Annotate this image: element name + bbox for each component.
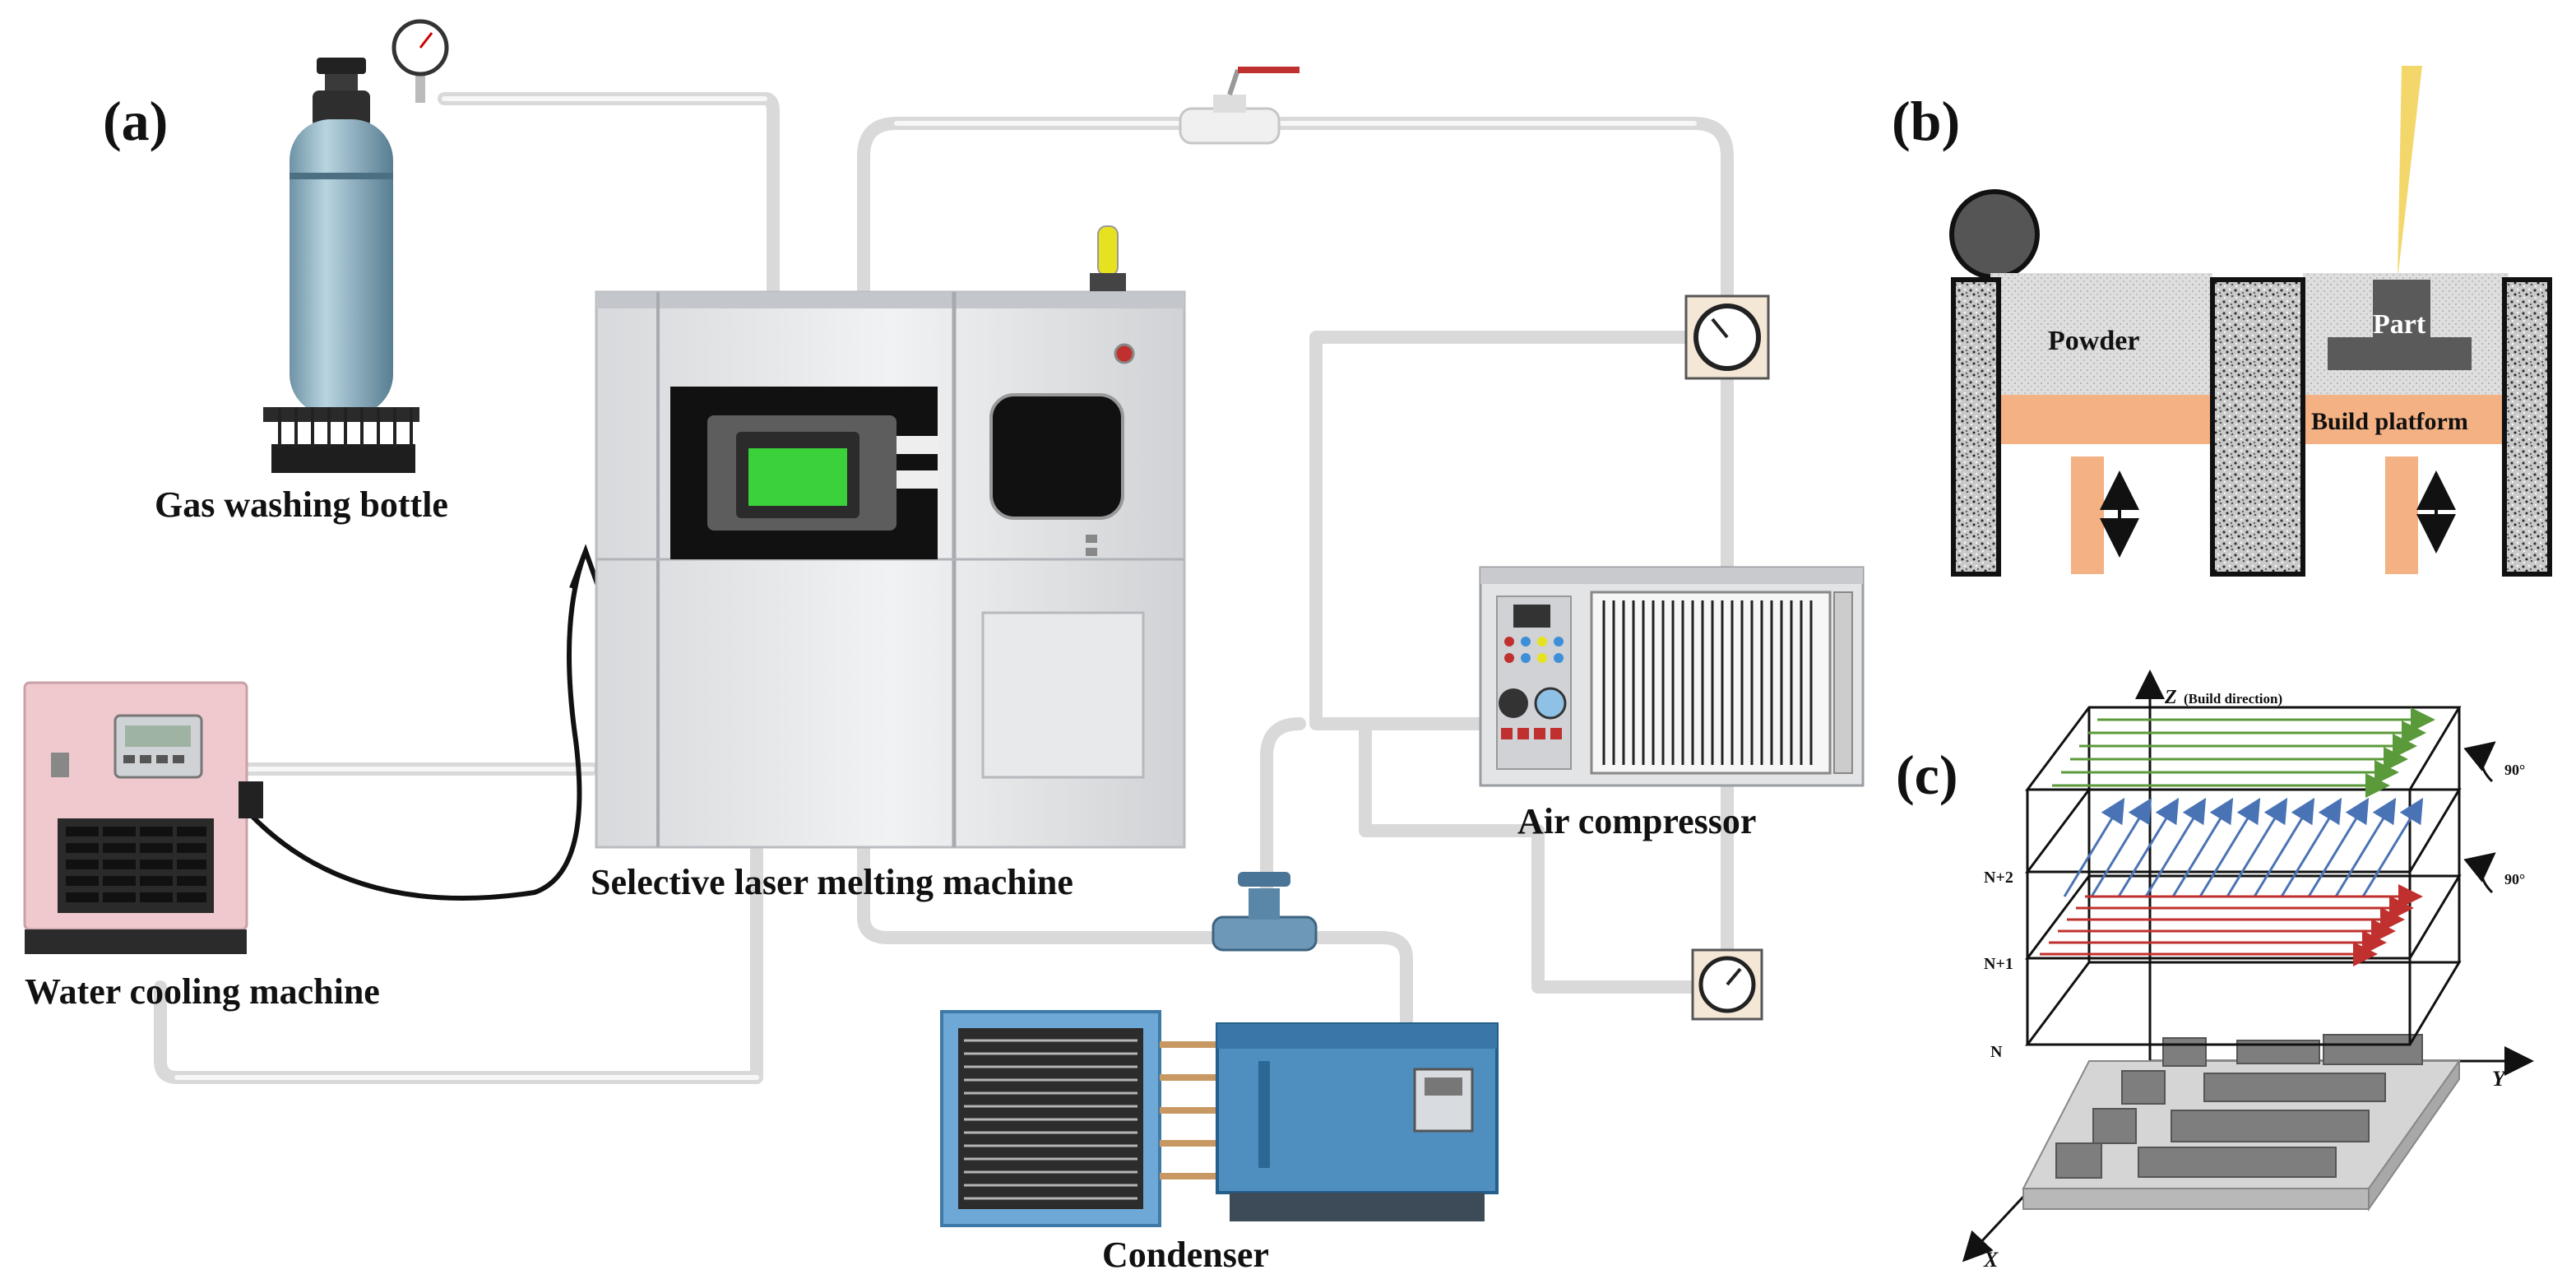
scan-vector-blue [2090, 797, 2152, 897]
pipe-network [154, 92, 1734, 1084]
water-cooling-machine [23, 681, 263, 954]
x-axis-label: X [1983, 1248, 1999, 1272]
laser-beam [2398, 66, 2422, 280]
rotation-label-upper: 90° [2504, 762, 2525, 778]
panel-c-scan-strategy: (c) Z (Build direction) Y X [1896, 670, 2534, 1272]
scan-vector-blue [2144, 797, 2207, 897]
hose-arrow [569, 544, 601, 590]
label-air-compressor: Air compressor [1517, 801, 1756, 841]
powder-bed-left [1990, 273, 2212, 395]
scan-vector-blue [2361, 797, 2424, 897]
scan-vector-blue [2063, 797, 2125, 897]
scan-vector-blue [2198, 797, 2261, 897]
build-platform [2303, 395, 2509, 444]
pipe-highlights [174, 96, 1697, 1080]
slm-machine [595, 225, 1186, 849]
ball-valve-top [1179, 67, 1300, 145]
pressure-gauge-bottle [391, 19, 449, 103]
layer-label-n2: N+2 [1984, 869, 2013, 887]
scan-vector-blue [2117, 797, 2180, 897]
label-part: Part [2373, 309, 2426, 340]
z-axis-note: (Build direction) [2184, 691, 2282, 707]
layer-label-n: N [1990, 1043, 2003, 1061]
feed-platform [1990, 395, 2212, 444]
y-axis-label: Y [2492, 1067, 2507, 1091]
panel-label-b: (b) [1892, 90, 1960, 152]
label-condenser: Condenser [1102, 1235, 1269, 1275]
air-compressor [1479, 566, 1865, 787]
label-gas-washing-bottle: Gas washing bottle [155, 484, 448, 525]
gas-washing-bottle [263, 58, 419, 473]
label-water-cooling-machine: Water cooling machine [25, 971, 380, 1012]
panel-label-a: (a) [103, 90, 168, 152]
pressure-gauge-upper [1684, 294, 1770, 380]
recoater-roller [1949, 189, 2040, 280]
condenser [940, 1010, 1499, 1227]
pipe-valve-lower [1212, 872, 1318, 952]
pressure-gauge-lower [1691, 948, 1763, 1021]
coolant-hose [240, 554, 586, 901]
scan-vector-blue [2307, 797, 2370, 897]
scan-vector-blue [2280, 797, 2342, 897]
part-block [2373, 280, 2430, 337]
panel-b-powder-bed: (b) Powder Part Build platform [1892, 66, 2552, 577]
scan-vector-blue [2171, 797, 2234, 897]
scan-vector-blue [2253, 797, 2315, 897]
scan-vector-blue [2334, 797, 2397, 897]
panel-label-c: (c) [1896, 744, 1957, 806]
layer-label-n1: N+1 [1984, 955, 2013, 973]
rotation-label-lower: 90° [2504, 871, 2525, 887]
label-slm-machine: Selective laser melting machine [591, 862, 1073, 902]
scan-vector-blue [2226, 797, 2288, 897]
z-axis-label: Z [2164, 687, 2177, 708]
label-build-platform: Build platform [2311, 408, 2468, 435]
label-powder: Powder [2048, 326, 2139, 356]
